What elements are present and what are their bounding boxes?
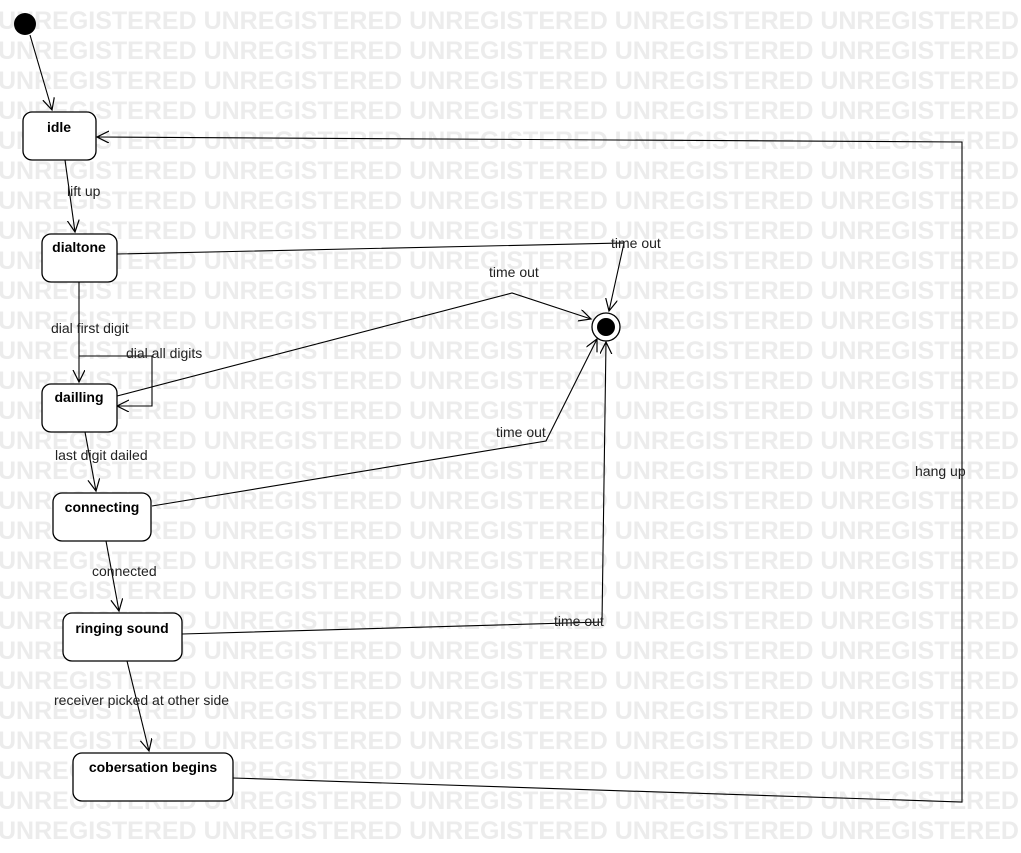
svg-text:UNREGISTERED UNREGISTERED UNRE: UNREGISTERED UNREGISTERED UNREGISTERED U… [0,697,1021,725]
svg-text:UNREGISTERED UNREGISTERED UNRE: UNREGISTERED UNREGISTERED UNREGISTERED U… [0,7,1021,35]
label-last-digit-dailed: last digit dailed [55,447,148,463]
state-dialtone-label: dialtone [52,239,106,255]
svg-text:UNREGISTERED UNREGISTERED UNRE: UNREGISTERED UNREGISTERED UNREGISTERED U… [0,487,1021,515]
label-hang-up: hang up [915,463,966,479]
svg-text:UNREGISTERED UNREGISTERED UNRE: UNREGISTERED UNREGISTERED UNREGISTERED U… [0,457,1021,485]
edge-connecting-timeout[interactable] [151,339,597,507]
label-timeout-dialtone: time out [611,235,661,251]
svg-text:UNREGISTERED UNREGISTERED UNRE: UNREGISTERED UNREGISTERED UNREGISTERED U… [0,427,1021,455]
state-ringing-sound[interactable]: ringing sound [62,612,183,662]
state-conversation-begins-label: cobersation begins [89,759,218,775]
label-timeout-ringing: time out [554,613,604,629]
label-dial-first-digit: dial first digit [51,320,129,336]
svg-text:UNREGISTERED UNREGISTERED UNRE: UNREGISTERED UNREGISTERED UNREGISTERED U… [0,337,1021,365]
state-conversation-begins[interactable]: cobersation begins [72,752,234,802]
svg-text:UNREGISTERED UNREGISTERED UNRE: UNREGISTERED UNREGISTERED UNREGISTERED U… [0,307,1021,335]
state-idle[interactable]: idle [22,111,97,161]
initial-state[interactable] [14,13,36,35]
edge-ringing-timeout[interactable] [181,342,606,635]
svg-text:UNREGISTERED UNREGISTERED UNRE: UNREGISTERED UNREGISTERED UNREGISTERED U… [0,817,1021,845]
edge-initial-to-idle[interactable] [29,34,52,110]
svg-text:UNREGISTERED UNREGISTERED UNRE: UNREGISTERED UNREGISTERED UNREGISTERED U… [0,187,1021,215]
svg-text:UNREGISTERED UNREGISTERED UNRE: UNREGISTERED UNREGISTERED UNREGISTERED U… [0,37,1021,65]
watermark: UNREGISTERED UNREGISTERED UNREGISTERED U… [0,7,1021,845]
svg-text:UNREGISTERED UNREGISTERED UNRE: UNREGISTERED UNREGISTERED UNREGISTERED U… [0,97,1021,125]
edge-hang-up[interactable] [97,137,963,803]
state-idle-label: idle [47,119,71,135]
svg-text:UNREGISTERED UNREGISTERED UNRE: UNREGISTERED UNREGISTERED UNREGISTERED U… [0,547,1021,575]
edge-dailling-self-loop[interactable] [79,355,153,406]
state-connecting[interactable]: connecting [52,492,152,542]
svg-text:UNREGISTERED UNREGISTERED UNRE: UNREGISTERED UNREGISTERED UNREGISTERED U… [0,517,1021,545]
svg-text:UNREGISTERED UNREGISTERED UNRE: UNREGISTERED UNREGISTERED UNREGISTERED U… [0,247,1021,275]
label-dial-all-digits: dial all digits [126,345,202,361]
final-state[interactable] [591,312,621,342]
svg-text:UNREGISTERED UNREGISTERED UNRE: UNREGISTERED UNREGISTERED UNREGISTERED U… [0,217,1021,245]
label-receiver-picked: receiver picked at other side [54,692,229,708]
svg-text:UNREGISTERED UNREGISTERED UNRE: UNREGISTERED UNREGISTERED UNREGISTERED U… [0,367,1021,395]
label-timeout-dailling: time out [489,264,539,280]
svg-text:UNREGISTERED UNREGISTERED UNRE: UNREGISTERED UNREGISTERED UNREGISTERED U… [0,277,1021,305]
edge-ringing-to-conversation[interactable] [126,660,149,751]
state-dailling[interactable]: dailling [41,383,118,433]
svg-text:UNREGISTERED UNREGISTERED UNRE: UNREGISTERED UNREGISTERED UNREGISTERED U… [0,397,1021,425]
svg-text:UNREGISTERED UNREGISTERED UNRE: UNREGISTERED UNREGISTERED UNREGISTERED U… [0,157,1021,185]
svg-text:UNREGISTERED UNREGISTERED UNRE: UNREGISTERED UNREGISTERED UNREGISTERED U… [0,577,1021,605]
label-lift-up: lift up [67,183,101,199]
edge-connecting-to-ringing[interactable] [105,540,119,611]
label-timeout-connecting: time out [496,424,546,440]
edge-dailling-timeout[interactable] [116,292,591,397]
svg-text:UNREGISTERED UNREGISTERED UNRE: UNREGISTERED UNREGISTERED UNREGISTERED U… [0,67,1021,95]
state-connecting-label: connecting [65,499,140,515]
state-dialtone[interactable]: dialtone [41,233,118,283]
svg-text:UNREGISTERED UNREGISTERED UNRE: UNREGISTERED UNREGISTERED UNREGISTERED U… [0,667,1021,695]
svg-text:UNREGISTERED UNREGISTERED UNRE: UNREGISTERED UNREGISTERED UNREGISTERED U… [0,727,1021,755]
edge-dailling-to-connecting[interactable] [84,431,96,491]
state-ringing-sound-label: ringing sound [75,620,168,636]
edge-dialtone-timeout[interactable] [116,242,625,311]
state-dailling-label: dailling [55,389,104,405]
label-connected: connected [92,563,157,579]
edge-idle-to-dialtone[interactable] [64,159,75,232]
